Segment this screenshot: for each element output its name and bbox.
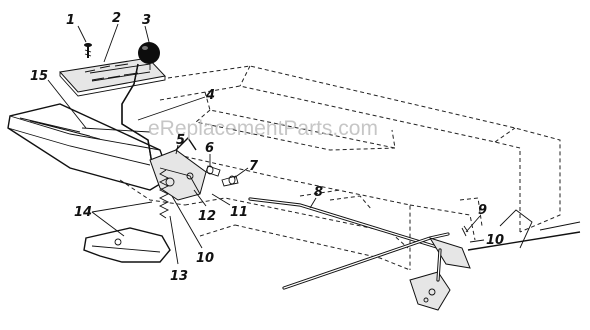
callout-11: 11 <box>230 205 248 220</box>
shift-plate <box>59 57 166 97</box>
shift-knob <box>138 42 160 64</box>
spring <box>158 169 170 219</box>
right-bracket <box>409 225 471 311</box>
callout-5: 5 <box>176 133 185 148</box>
pedal-plate <box>83 227 171 263</box>
callout-8: 8 <box>314 185 323 200</box>
leader-lines <box>47 23 485 265</box>
callout-9: 9 <box>478 203 487 218</box>
callout-1: 1 <box>66 13 75 28</box>
callout-6: 6 <box>205 141 214 156</box>
callout-14: 14 <box>74 205 92 220</box>
callout-7: 7 <box>249 159 259 174</box>
callout-13: 13 <box>170 269 188 284</box>
callout-15: 15 <box>30 69 48 84</box>
right-shaft <box>467 209 581 251</box>
callout-12: 12 <box>198 209 216 224</box>
shift-rods <box>248 197 450 290</box>
callout-3: 3 <box>142 13 151 28</box>
callout-4: 4 <box>205 88 215 103</box>
bolts <box>205 165 239 187</box>
callout-labels: 1 2 3 4 5 6 7 8 9 10 11 12 10 13 14 15 <box>30 11 504 284</box>
shift-lever <box>81 63 153 165</box>
callout-2: 2 <box>112 11 121 26</box>
screw-part-1 <box>84 43 92 58</box>
callout-10-left: 10 <box>196 251 214 266</box>
watermark: eReplacementParts.com <box>148 117 378 140</box>
footrest-panel <box>7 103 171 191</box>
callout-10-right: 10 <box>486 233 504 248</box>
